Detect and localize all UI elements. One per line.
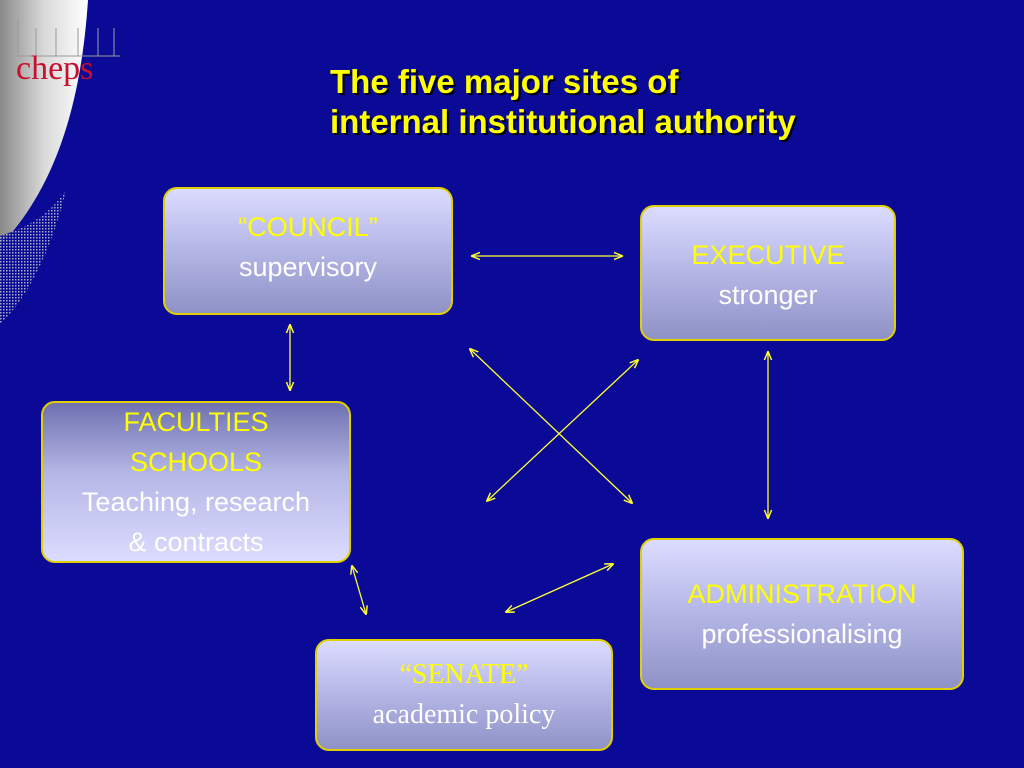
arrow-executive-faculties	[487, 360, 638, 501]
faculties-line-3: Teaching, research	[81, 487, 311, 517]
arrow-senate-administration	[506, 564, 613, 612]
council-sub: supervisory	[238, 252, 378, 282]
senate-node: “SENATE” academic policy	[315, 639, 613, 751]
faculties-line-4: & contracts	[128, 527, 264, 557]
executive-heading: EXECUTIVE	[691, 240, 845, 270]
faculties-line-2: SCHOOLS	[129, 447, 263, 477]
title-line-2: internal institutional authority	[330, 103, 796, 140]
cheps-logo: cheps	[16, 50, 94, 87]
faculties-line-1: FACULTIES	[123, 407, 269, 437]
administration-node: ADMINISTRATION professionalising	[640, 538, 964, 690]
executive-node: EXECUTIVE stronger	[640, 205, 896, 341]
arrow-faculties-senate	[352, 566, 366, 614]
title-line-1: The five major sites of	[330, 63, 679, 100]
page-title: The five major sites of internal institu…	[330, 62, 970, 142]
senate-sub: academic policy	[372, 699, 556, 730]
arrow-council-administration	[470, 349, 632, 503]
executive-sub: stronger	[718, 280, 818, 310]
administration-heading: ADMINISTRATION	[687, 579, 917, 609]
administration-sub: professionalising	[701, 619, 903, 649]
senate-heading: “SENATE”	[399, 659, 529, 690]
faculties-node: FACULTIES SCHOOLS Teaching, research & c…	[41, 401, 351, 563]
council-heading: “COUNCIL”	[238, 212, 378, 242]
council-node: “COUNCIL” supervisory	[163, 187, 453, 315]
logo-lines-icon	[17, 18, 120, 57]
